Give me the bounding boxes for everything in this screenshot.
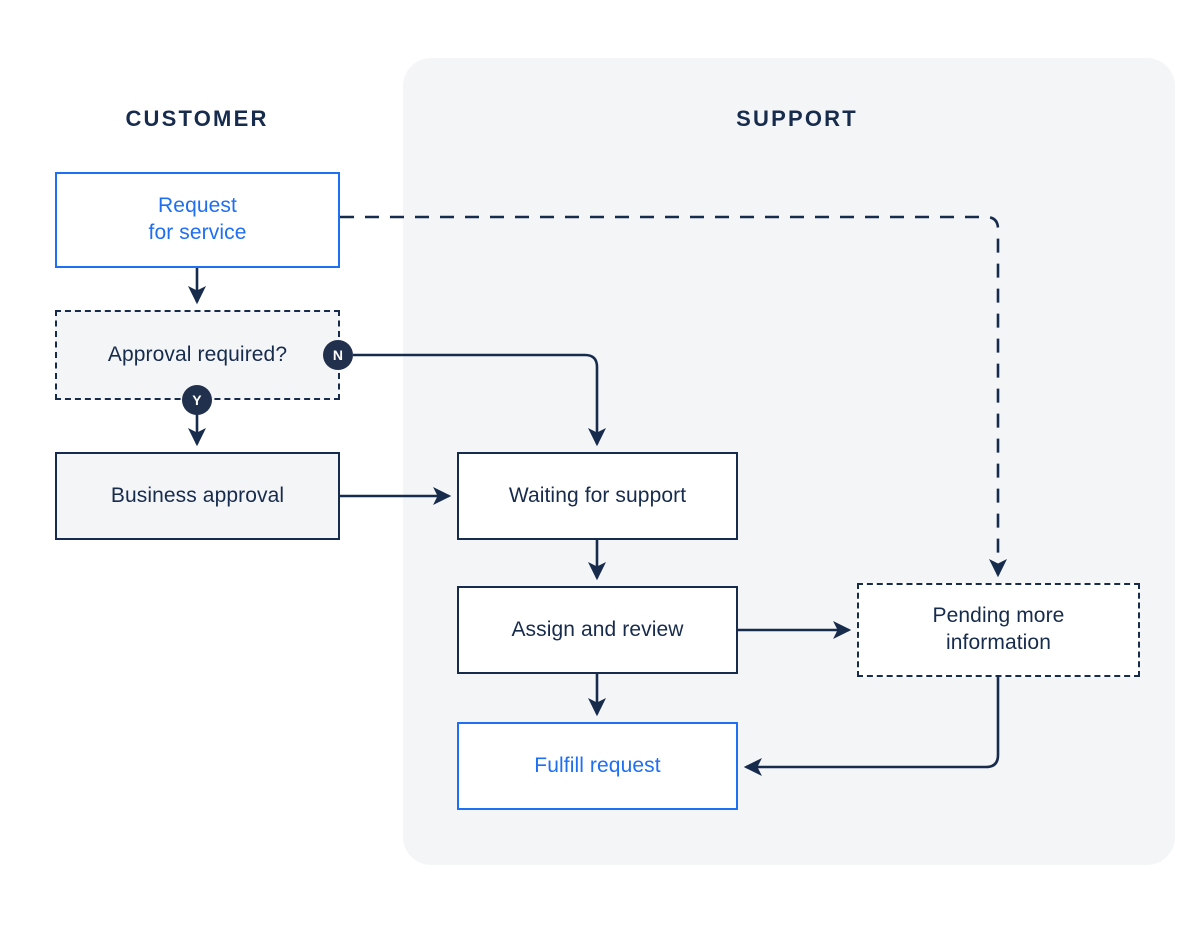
node-waiting-for-support[interactable]: Waiting for support [457, 452, 738, 540]
node-business-approval[interactable]: Business approval [55, 452, 340, 540]
node-label-request-for-service: Request for service [148, 194, 247, 244]
node-label-fulfill-request: Fulfill request [534, 753, 661, 777]
lane-title-customer: CUSTOMER [125, 106, 269, 131]
node-label-approval-required: Approval required? [107, 342, 288, 366]
node-label-waiting-for-support: Waiting for support [508, 483, 687, 507]
node-pending-more-information[interactable]: Pending more information [857, 583, 1140, 677]
connector-pending-to-fulfill [743, 677, 1000, 777]
node-label-business-approval: Business approval [110, 483, 285, 507]
badge-decision-no[interactable]: N [323, 340, 353, 370]
node-label-pending-more-information: Pending more information [932, 604, 1065, 654]
node-assign-and-review[interactable]: Assign and review [457, 586, 738, 674]
lane-title-support: SUPPORT [736, 106, 858, 131]
node-label-assign-and-review: Assign and review [511, 617, 684, 641]
connector-request-to-pending [340, 215, 1008, 578]
node-request-for-service[interactable]: Request for service [55, 172, 340, 268]
badge-decision-yes[interactable]: Y [182, 385, 212, 415]
connector-approval-no-to-waiting [353, 353, 607, 447]
node-fulfill-request[interactable]: Fulfill request [457, 722, 738, 810]
